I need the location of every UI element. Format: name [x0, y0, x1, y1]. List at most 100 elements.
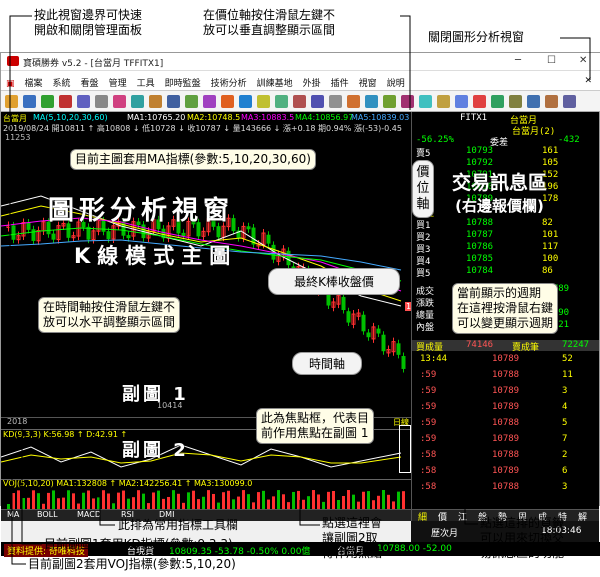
- menu-item-manage[interactable]: 管理: [108, 79, 127, 89]
- volume-bar: [332, 491, 335, 510]
- toolbar-icon[interactable]: [527, 95, 540, 108]
- quote-page-tab[interactable]: 特: [558, 513, 568, 521]
- index-name: 台現貨: [127, 547, 155, 557]
- buy-price: 10785: [466, 254, 494, 264]
- volume-bar: [317, 494, 320, 510]
- trade-time: :59: [420, 402, 437, 412]
- indicator-tab-boll[interactable]: BOLL: [37, 510, 58, 519]
- history-label[interactable]: 歷次月: [431, 529, 459, 539]
- sell-qty: 105: [542, 158, 559, 168]
- indicator-tab-dmi[interactable]: DMI: [159, 510, 175, 519]
- toolbar-icon[interactable]: [77, 95, 90, 108]
- menu-item-addon[interactable]: 外掛: [302, 79, 321, 89]
- toolbar-icon[interactable]: [293, 95, 306, 108]
- menu-item-plugin[interactable]: 插件: [330, 79, 349, 89]
- volume-bar: [107, 493, 110, 510]
- toolbar-icon[interactable]: [347, 95, 360, 108]
- volume-bar: [322, 501, 325, 510]
- indicator-tab-macd[interactable]: MACD: [77, 510, 101, 519]
- toolbar-icon[interactable]: [329, 95, 342, 108]
- toolbar-icon[interactable]: [221, 95, 234, 108]
- candle: [156, 219, 161, 230]
- volume-bar: [87, 490, 90, 510]
- candle: [216, 226, 221, 238]
- volume-bar: [202, 496, 205, 510]
- toolbar-icon[interactable]: [5, 95, 18, 108]
- indicator-tab-ma[interactable]: MA: [7, 510, 20, 519]
- index-value: 10809.35 -53.78 -0.50% 0.00億: [169, 547, 311, 557]
- menu-item-file[interactable]: 檔案: [24, 79, 43, 89]
- quote-page-tab[interactable]: 勢: [498, 513, 508, 521]
- toolbar-icon[interactable]: [203, 95, 216, 108]
- toolbar-icon[interactable]: [95, 95, 108, 108]
- volume-bar: [352, 494, 355, 510]
- toolbar-icon[interactable]: [473, 95, 486, 108]
- d-line: [1, 452, 402, 464]
- toolbar-icon[interactable]: [563, 95, 576, 108]
- callout-line: 當前顯示的週期: [457, 286, 542, 300]
- trade-price: 10789: [492, 434, 520, 444]
- period-label[interactable]: 日線: [393, 418, 409, 427]
- toolbar-icon[interactable]: [257, 95, 270, 108]
- maximize-icon[interactable]: ☐: [547, 55, 556, 66]
- toolbar-icon[interactable]: [167, 95, 180, 108]
- close-window-icon[interactable]: ✕: [579, 55, 588, 66]
- indicator-tab-rsi[interactable]: RSI: [121, 510, 134, 519]
- menu-item-tools[interactable]: 工具: [136, 79, 155, 89]
- trade-price: 10788: [492, 450, 520, 460]
- toolbar-icon[interactable]: [383, 95, 396, 108]
- candle: [181, 232, 186, 237]
- toolbar-icon[interactable]: [401, 95, 414, 108]
- toolbar-icon[interactable]: [437, 95, 450, 108]
- toolbar-icon[interactable]: [185, 95, 198, 108]
- toolbar-icon[interactable]: [23, 95, 36, 108]
- toolbar-icon[interactable]: [365, 95, 378, 108]
- sub-chart-1[interactable]: [1, 429, 411, 477]
- volume-bar: [122, 490, 125, 510]
- menu-item-system[interactable]: 系統: [52, 79, 71, 89]
- trade-time: :59: [420, 370, 437, 380]
- candle: [361, 314, 366, 332]
- kd-chart: [1, 444, 402, 468]
- toolbar-icon[interactable]: [59, 95, 72, 108]
- menu-item-tech[interactable]: 技術分析: [210, 79, 247, 89]
- volume-bar: [57, 498, 60, 510]
- trade-price: 10789: [492, 354, 520, 364]
- menu-item-help[interactable]: 說明: [386, 79, 405, 89]
- quote-page-tab[interactable]: 盤: [478, 513, 488, 521]
- menu-item-monitor[interactable]: 即時監盤: [164, 79, 201, 89]
- toolbar-icon[interactable]: [545, 95, 558, 108]
- toolbar-icon[interactable]: [149, 95, 162, 108]
- toolbar-icon[interactable]: [455, 95, 468, 108]
- volume-bar: [137, 490, 140, 510]
- menu-item-window[interactable]: 視窗: [358, 79, 377, 89]
- quote-page-tab[interactable]: 江: [458, 513, 468, 521]
- minimize-icon[interactable]: ─: [515, 55, 522, 66]
- chart-area[interactable]: 台當月 MA(5,10,20,30,60) MA1:10765.20 MA2:1…: [1, 112, 411, 521]
- menu-item-training[interactable]: 訓練基地: [256, 79, 293, 89]
- toolbar-icon[interactable]: [419, 95, 432, 108]
- toolbar-icon[interactable]: [131, 95, 144, 108]
- sub-chart-2[interactable]: [1, 479, 411, 509]
- toolbar-icon[interactable]: [509, 95, 522, 108]
- toolbar-icon[interactable]: [41, 95, 54, 108]
- toolbar-icon[interactable]: [491, 95, 504, 108]
- toolbar-icon[interactable]: [113, 95, 126, 108]
- menu-item-watch[interactable]: 看盤: [80, 79, 99, 89]
- trade-time: :58: [420, 482, 437, 492]
- quote-page-tab[interactable]: 細: [418, 513, 428, 521]
- quote-page-tab[interactable]: 成: [538, 513, 548, 521]
- toolbar-icon[interactable]: [239, 95, 252, 108]
- chart-close-icon[interactable]: ✕: [584, 76, 592, 86]
- toolbar-icon[interactable]: [275, 95, 288, 108]
- quote-page-tab[interactable]: 價: [438, 513, 448, 521]
- callout-line: 在這裡按滑鼠右鍵: [457, 301, 554, 315]
- toolbar-icon[interactable]: [311, 95, 324, 108]
- quote-page-tab[interactable]: 周: [518, 513, 528, 521]
- quote-page-tab[interactable]: 解: [578, 513, 588, 521]
- sell-label: 賣5: [416, 149, 431, 159]
- quote-delta-value: -432: [558, 135, 580, 145]
